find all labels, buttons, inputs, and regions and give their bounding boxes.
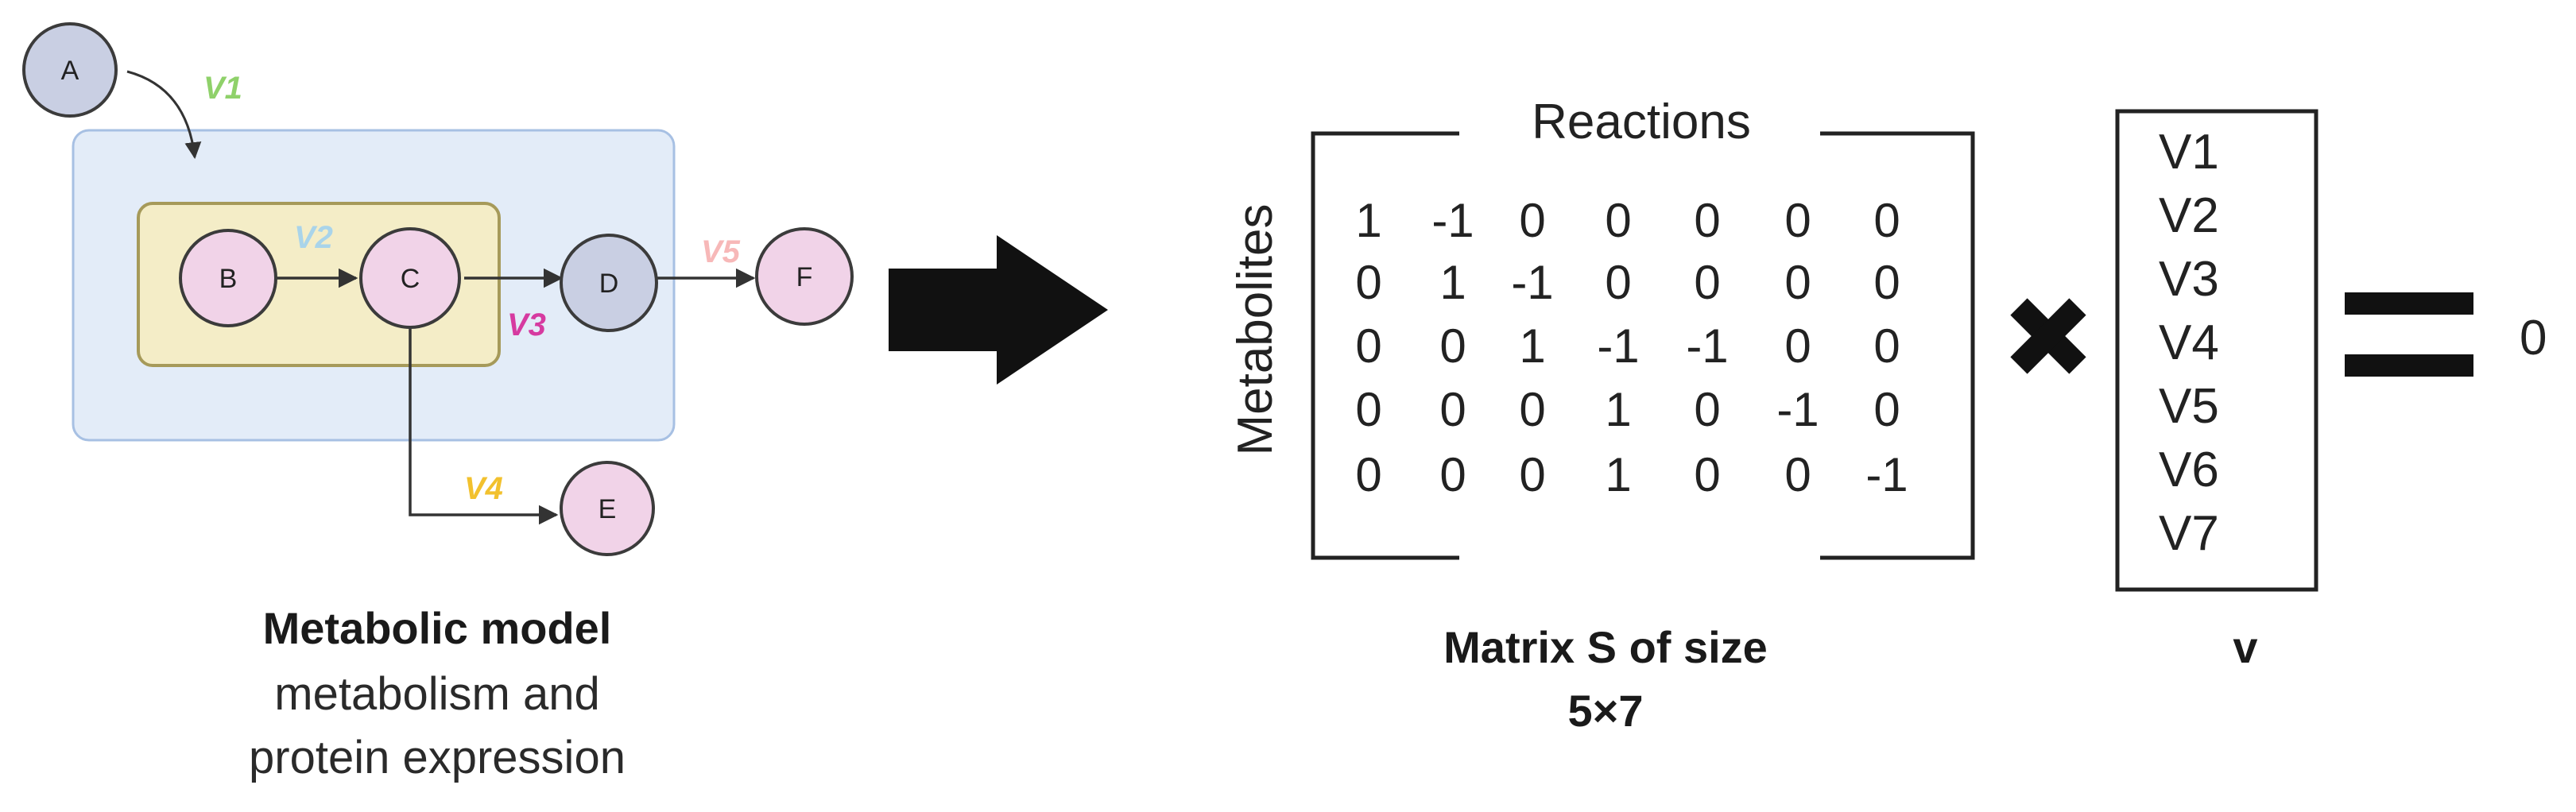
model-subtitle-line-1: metabolism and: [274, 668, 600, 720]
matrix-cell-r1-c5: 0: [1694, 194, 1720, 247]
node-d: D: [560, 234, 658, 332]
reaction-label-v2: V2: [294, 220, 333, 255]
matrix-cell-r3-c6: 0: [1784, 319, 1811, 373]
matrix-cell-r4-c2: 0: [1439, 383, 1466, 436]
edge-v1: [126, 70, 202, 160]
node-f: F: [755, 227, 854, 326]
matrix-cell-r5-c4: 1: [1605, 448, 1631, 501]
matrix-cell-r2-c6: 0: [1784, 256, 1811, 309]
matrix-cell-r5-c5: 0: [1694, 448, 1720, 501]
vector-entry-3: V3: [2159, 252, 2219, 307]
matrix-cell-r2-c7: 0: [1873, 256, 1900, 309]
matrix-cell-r1-c7: 0: [1873, 194, 1900, 247]
equals-icon: [2345, 292, 2473, 377]
matrix-cell-r5-c2: 0: [1439, 448, 1466, 501]
vector-v-box: [2115, 109, 2318, 592]
vector-entry-1: V1: [2159, 125, 2219, 180]
node-c: C: [359, 227, 461, 329]
node-a: A: [22, 22, 118, 118]
matrix-cell-r3-c3: 1: [1519, 319, 1545, 373]
svg-text:E: E: [598, 494, 617, 524]
model-subtitle-line-2: protein expression: [249, 732, 626, 783]
matrix-caption-line-2: 5×7: [1567, 686, 1644, 736]
big-right-arrow-icon: [889, 235, 1108, 385]
vector-entry-6: V6: [2159, 443, 2219, 497]
matrix-row-header: Metabolites: [1228, 203, 1283, 455]
svg-text:F: F: [796, 262, 813, 292]
matrix-cell-r1-c6: 0: [1784, 194, 1811, 247]
reaction-label-v3: V3: [507, 307, 546, 342]
matrix-cell-r3-c2: 0: [1439, 319, 1466, 373]
matrix-cell-r5-c7: -1: [1865, 448, 1908, 501]
matrix-cell-r4-c1: 0: [1355, 383, 1381, 436]
reaction-label-v4: V4: [464, 471, 503, 506]
matrix-cell-r5-c1: 0: [1355, 448, 1381, 501]
svg-text:A: A: [61, 56, 79, 86]
matrix-cell-r4-c4: 1: [1605, 383, 1631, 436]
edge-v4: [409, 324, 559, 525]
matrix-cell-r4-c3: 0: [1519, 383, 1545, 436]
matrix-cell-r1-c4: 0: [1605, 194, 1631, 247]
matrix-cell-r3-c4: -1: [1597, 319, 1639, 373]
matrix-cell-r2-c4: 0: [1605, 256, 1631, 309]
matrix-cell-r2-c2: 1: [1439, 256, 1466, 309]
matrix-cell-r2-c5: 0: [1694, 256, 1720, 309]
matrix-cell-r3-c1: 0: [1355, 319, 1381, 373]
matrix-cell-r5-c3: 0: [1519, 448, 1545, 501]
reaction-label-v1: V1: [203, 71, 242, 106]
matrix-column-header: Reactions: [1470, 94, 1812, 150]
matrix-cell-r2-c3: -1: [1511, 256, 1553, 309]
matrix-cell-r4-c5: 0: [1694, 383, 1720, 436]
matrix-cell-r1-c2: -1: [1431, 194, 1474, 247]
reaction-label-v5: V5: [701, 234, 741, 269]
matrix-cell-r1-c1: 1: [1355, 194, 1381, 247]
svg-text:D: D: [599, 269, 619, 299]
vector-entry-7: V7: [2159, 506, 2219, 561]
vector-caption: v: [2233, 622, 2258, 672]
node-b: B: [179, 229, 277, 327]
multiply-icon: [2010, 298, 2086, 374]
matrix-cell-r3-c5: -1: [1686, 319, 1728, 373]
matrix-cell-r4-c6: -1: [1776, 383, 1819, 436]
matrix-cell-r1-c3: 0: [1519, 194, 1545, 247]
matrix-cell-r2-c1: 0: [1355, 256, 1381, 309]
vector-entry-4: V4: [2159, 315, 2219, 370]
matrix-s-brackets: [1311, 131, 1975, 560]
svg-text:B: B: [219, 264, 238, 294]
matrix-caption-line-1: Matrix S of size: [1443, 622, 1768, 672]
vector-entry-2: V2: [2159, 188, 2219, 243]
svg-text:C: C: [401, 264, 420, 294]
vector-entry-5: V5: [2159, 379, 2219, 434]
result-zero: 0: [2520, 311, 2547, 365]
matrix-cell-r4-c7: 0: [1873, 383, 1900, 436]
matrix-cell-r3-c7: 0: [1873, 319, 1900, 373]
matrix-cell-r5-c6: 0: [1784, 448, 1811, 501]
model-title: Metabolic model: [262, 603, 612, 653]
node-e: E: [560, 461, 655, 556]
